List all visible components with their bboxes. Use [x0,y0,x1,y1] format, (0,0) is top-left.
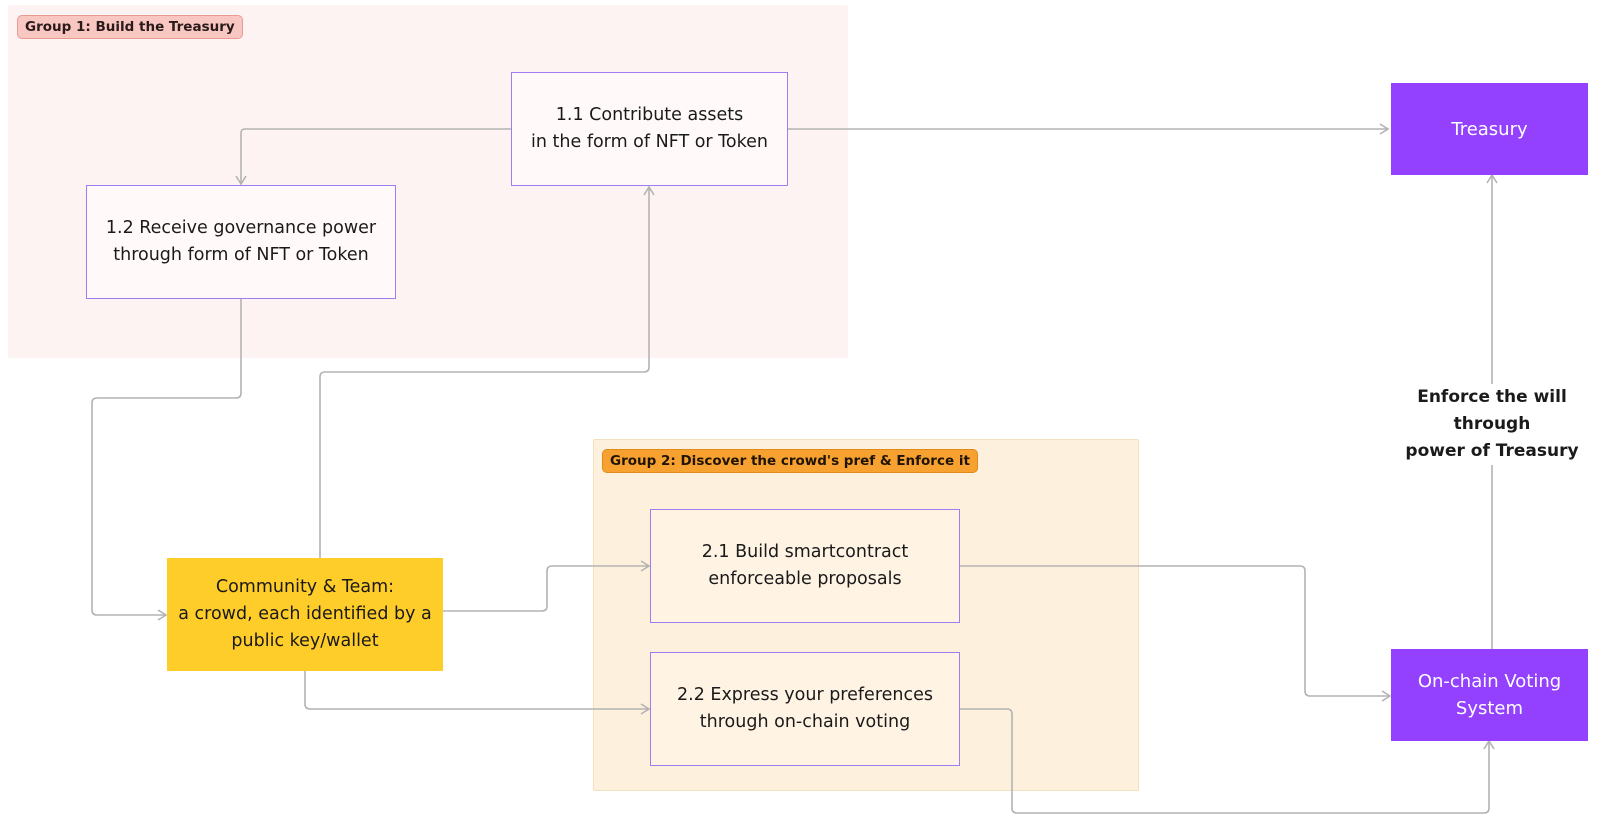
node-onchain-voting-text: On-chain Voting System [1417,671,1562,719]
node-treasury-text: Treasury [1451,118,1528,140]
group-2-label[interactable]: Group 2: Discover the crowd's pref & Enf… [602,449,978,473]
enforce-edge-label: Enforce the will through power of Treasu… [1388,384,1596,465]
node-community-team-text: Community & Team: a crowd, each identifi… [178,577,432,651]
node-receive-governance[interactable]: 1.2 Receive governance power through for… [86,185,396,299]
arrowhead-voting-left [1381,690,1392,702]
node-contribute-assets-text: 1.1 Contribute assets in the form of NFT… [531,105,768,152]
node-receive-governance-text: 1.2 Receive governance power through for… [105,218,377,265]
node-onchain-voting[interactable]: On-chain Voting System [1391,649,1588,741]
arrowhead-voting-bottom [1483,739,1495,750]
node-express-preferences[interactable]: 2.2 Express your preferences through on-… [650,652,960,766]
node-contribute-assets[interactable]: 1.1 Contribute assets in the form of NFT… [511,72,788,186]
arrowhead-treasury-left [1379,123,1390,135]
node-express-preferences-text: 2.2 Express your preferences through on-… [677,685,933,732]
node-community-team[interactable]: Community & Team: a crowd, each identifi… [167,558,443,671]
node-build-proposals-text: 2.1 Build smartcontract enforceable prop… [701,542,909,589]
arrowhead-treasury-bottom [1486,173,1498,184]
group-1-label[interactable]: Group 1: Build the Treasury [17,15,243,39]
node-build-proposals[interactable]: 2.1 Build smartcontract enforceable prop… [650,509,960,623]
arrowhead-community-left [157,609,168,621]
node-treasury[interactable]: Treasury [1391,83,1588,175]
